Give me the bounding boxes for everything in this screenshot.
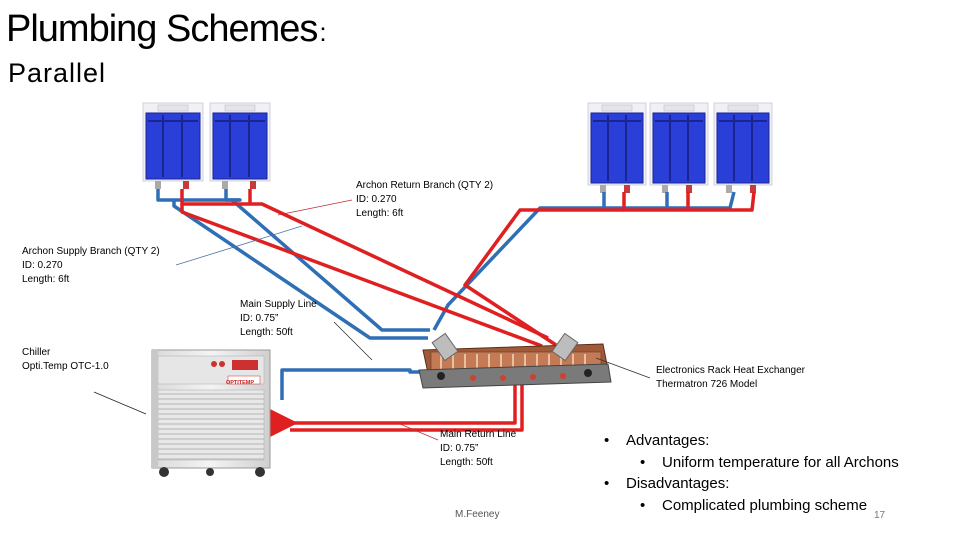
return-branch-name: Archon Return Branch (QTY 2) bbox=[356, 180, 494, 191]
label-main-return: Main Return Line ID: 0.75” Length: 50ft bbox=[440, 428, 516, 470]
heat-exchanger bbox=[418, 332, 612, 389]
leader-return-branch bbox=[277, 199, 353, 216]
bullet-advantage-1: • Uniform temperature for all Archons bbox=[604, 452, 899, 474]
bullet-dot: • bbox=[640, 496, 646, 514]
supply-branch-right-trunk bbox=[432, 206, 604, 331]
bullet-dot: • bbox=[640, 453, 646, 471]
label-main-supply: Main Supply Line ID: 0.75” Length: 50ft bbox=[240, 298, 317, 340]
slide-subtitle: Parallel bbox=[8, 58, 107, 88]
main-supply-id: ID: 0.75” bbox=[240, 313, 279, 324]
supply-branch-left-1 bbox=[156, 189, 174, 202]
label-heat-exchanger: Electronics Rack Heat Exchanger Thermatr… bbox=[656, 364, 805, 392]
chiller-brand-logo: OPTITEMP bbox=[226, 380, 254, 386]
label-supply-branch: Archon Supply Branch (QTY 2) ID: 0.270 L… bbox=[22, 245, 160, 287]
bullet-dot: • bbox=[604, 432, 610, 449]
leader-main-return bbox=[399, 423, 439, 441]
bullet-advantages: • Advantages: bbox=[604, 430, 899, 452]
leader-heat-exchanger bbox=[595, 357, 651, 379]
supply-branch-id: ID: 0.270 bbox=[22, 260, 63, 271]
bullet-dot: • bbox=[604, 475, 610, 492]
chiller-model: Opti.Temp OTC-1.0 bbox=[22, 361, 109, 372]
main-return-line bbox=[270, 378, 517, 437]
chiller-unit bbox=[151, 349, 271, 477]
return-branch-left-2 bbox=[248, 189, 549, 340]
supply-branch-name: Archon Supply Branch (QTY 2) bbox=[22, 246, 160, 257]
slide-title-text: Plumbing Schemes bbox=[6, 8, 318, 50]
main-return-name: Main Return Line bbox=[440, 429, 517, 440]
bullet-disadvantages: • Disadvantages: bbox=[604, 473, 899, 495]
archon-unit-4 bbox=[649, 102, 709, 193]
return-branch-left-2b bbox=[180, 204, 543, 348]
label-chiller: Chiller Opti.Temp OTC-1.0 bbox=[22, 346, 109, 374]
leader-lines bbox=[93, 199, 651, 441]
disadvantage-1-text: Complicated plumbing scheme bbox=[662, 496, 868, 514]
return-piping bbox=[180, 189, 756, 437]
return-branch-id: ID: 0.270 bbox=[356, 194, 397, 205]
advantages-heading: Advantages: bbox=[626, 432, 710, 449]
label-return-branch: Archon Return Branch (QTY 2) ID: 0.270 L… bbox=[356, 179, 493, 221]
supply-branch-left-trunk-2 bbox=[172, 200, 428, 340]
advantage-1-text: Uniform temperature for all Archons bbox=[662, 453, 899, 471]
slide-title-colon: : bbox=[319, 17, 326, 47]
supply-branch-left-trunk bbox=[174, 198, 430, 332]
return-branch-length: Length: 6ft bbox=[356, 208, 404, 219]
archon-unit-3 bbox=[587, 102, 647, 193]
advantages-list: • Advantages: • Uniform temperature for al… bbox=[604, 430, 899, 516]
main-supply-name: Main Supply Line bbox=[240, 299, 317, 310]
author-footer: M.Feeney bbox=[455, 509, 500, 520]
bullet-disadvantage-1: • Complicated plumbing scheme bbox=[604, 495, 899, 517]
heat-exchanger-name: Electronics Rack Heat Exchanger bbox=[656, 365, 805, 376]
supply-branch-length: Length: 6ft bbox=[22, 274, 70, 285]
main-return-length: Length: 50ft bbox=[440, 457, 493, 468]
chiller-name: Chiller bbox=[22, 347, 51, 358]
leader-chiller bbox=[93, 391, 147, 415]
leader-main-supply bbox=[333, 321, 373, 361]
main-return-id: ID: 0.75” bbox=[440, 443, 479, 454]
main-return-line-2 bbox=[290, 378, 524, 432]
archon-unit-1 bbox=[142, 102, 204, 189]
archon-unit-5 bbox=[713, 102, 773, 193]
return-branch-right-trunk bbox=[463, 208, 624, 347]
heat-exchanger-model: Thermatron 726 Model bbox=[656, 379, 758, 390]
archon-unit-2 bbox=[209, 102, 271, 189]
leader-supply-branch bbox=[175, 225, 303, 266]
main-supply-line bbox=[280, 360, 434, 400]
disadvantages-heading: Disadvantages: bbox=[626, 475, 730, 492]
slide-title: Plumbing Schemes: bbox=[6, 8, 327, 50]
main-supply-length: Length: 50ft bbox=[240, 327, 293, 338]
page-number: 17 bbox=[874, 510, 886, 521]
